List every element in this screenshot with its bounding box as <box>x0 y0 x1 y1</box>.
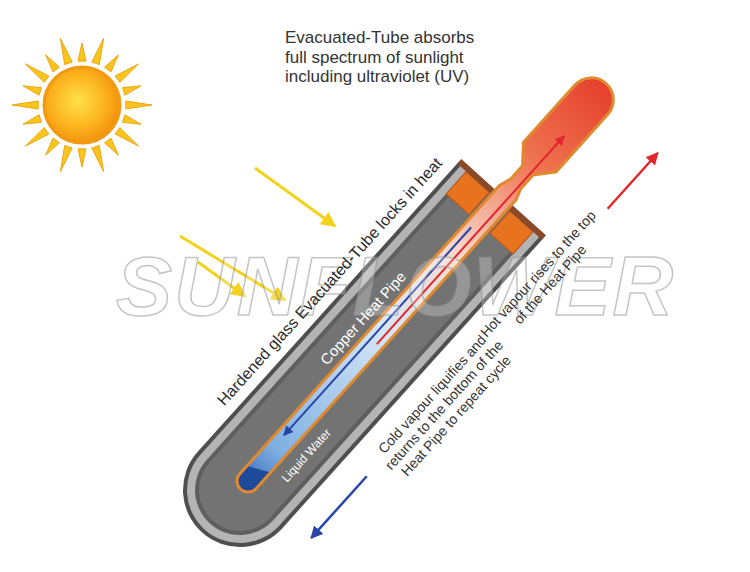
sun-ray <box>60 38 72 64</box>
sun-ray <box>78 149 86 167</box>
sun-ray <box>46 138 60 155</box>
sun-ray <box>126 101 152 109</box>
sun-ray <box>25 64 49 83</box>
sun-ray <box>25 128 49 147</box>
cold-vapour-arrow <box>311 476 367 538</box>
sun-ray <box>123 86 142 95</box>
sun-disc <box>44 67 120 143</box>
sun-ray <box>105 138 119 155</box>
hot-vapour-arrow <box>608 153 658 209</box>
sun-ray <box>23 115 42 124</box>
intro-note: Evacuated-Tube absorbs full spectrum of … <box>285 28 500 87</box>
sun-ray <box>105 55 119 72</box>
sun-ray <box>115 128 139 147</box>
sun-ray <box>78 43 86 61</box>
sun-ray <box>23 86 42 95</box>
sun-ray <box>92 146 104 172</box>
sun-ray <box>92 38 104 64</box>
cold-vapour-note: Cold vapour liquifies and returns to the… <box>365 320 525 490</box>
water-label: Liquid Water <box>274 420 340 492</box>
sun <box>12 38 152 171</box>
sun-ray <box>12 101 38 109</box>
sunlight-arrow <box>255 168 335 226</box>
sun-ray <box>115 64 139 83</box>
sun-ray <box>123 115 142 124</box>
sun-ray <box>46 55 60 72</box>
sun-rays <box>12 38 152 171</box>
sun-ray <box>60 146 72 172</box>
